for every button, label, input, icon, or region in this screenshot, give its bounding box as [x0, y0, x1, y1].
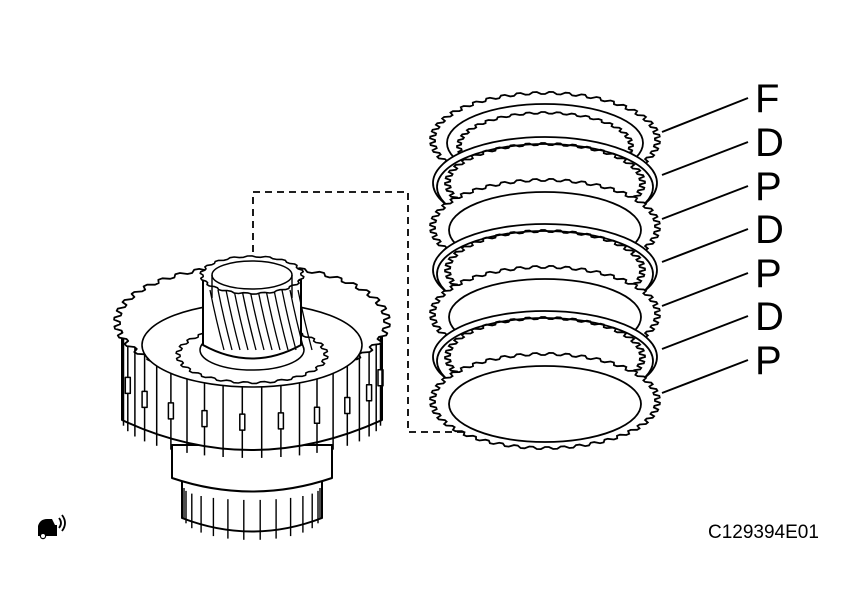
drum-slot	[124, 376, 132, 395]
drum-slot	[141, 390, 148, 409]
plate-labels: F D P D P D P	[755, 77, 784, 383]
label-d2: D	[755, 208, 784, 252]
helical-tooth	[281, 289, 297, 351]
drum-slot	[201, 409, 208, 428]
leader-line	[661, 141, 749, 176]
clutch-drum-assembly	[113, 255, 391, 540]
lower-collar	[171, 444, 333, 493]
drum-slot	[377, 369, 384, 387]
drum-slot	[365, 383, 373, 402]
label-f: F	[755, 77, 779, 121]
drum-slot	[313, 406, 321, 424]
leader-lines	[661, 97, 749, 394]
helical-tooth	[257, 289, 273, 351]
leader-line	[661, 228, 749, 263]
helical-tooth	[249, 289, 265, 351]
leader-line	[661, 272, 749, 307]
car-sound-icon	[38, 514, 66, 540]
helical-tooth	[233, 289, 249, 351]
figure-code: C129394E01	[708, 522, 819, 543]
helical-tooth	[273, 289, 289, 351]
drum-slot	[239, 413, 246, 431]
clutch-plate	[429, 351, 661, 451]
leader-line	[661, 315, 749, 350]
label-p3: P	[755, 339, 782, 383]
leader-line	[661, 359, 749, 394]
helical-tooth	[297, 289, 313, 351]
helical-tooth	[265, 289, 281, 351]
drum-slot	[277, 412, 285, 430]
helical-tooth	[209, 289, 225, 351]
drum-splines	[121, 322, 384, 458]
label-p1: P	[755, 165, 782, 209]
label-d1: D	[755, 121, 784, 165]
helical-tooth	[217, 289, 233, 351]
clutch-plate-stack	[429, 90, 661, 451]
drum-slot	[344, 396, 351, 415]
label-d3: D	[755, 295, 784, 339]
leader-line	[661, 185, 749, 220]
helical-tooth	[241, 289, 257, 351]
helical-tooth	[225, 289, 241, 351]
input-shaft	[199, 255, 313, 360]
label-p2: P	[755, 252, 782, 296]
drum-slot	[167, 402, 175, 420]
leader-line	[661, 97, 749, 133]
helical-tooth	[289, 289, 305, 351]
